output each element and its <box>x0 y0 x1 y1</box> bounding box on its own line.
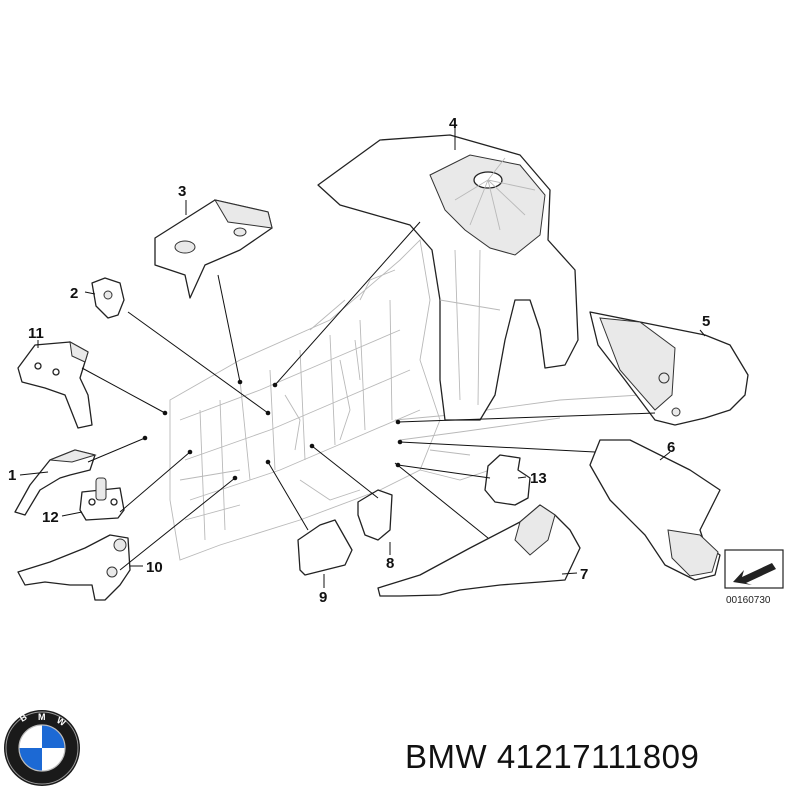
svg-text:M: M <box>38 712 46 722</box>
callout-6: 6 <box>667 439 675 456</box>
leader-dots <box>142 379 403 481</box>
callout-2: 2 <box>70 285 78 302</box>
direction-arrow-icon <box>733 563 776 585</box>
part-4-wheelhouse <box>317 134 579 421</box>
body-frame-outline <box>169 239 641 561</box>
part-8-bracket <box>357 489 393 541</box>
part-2-bracket <box>91 277 125 319</box>
callout-1: 1 <box>8 467 16 484</box>
callout-10: 10 <box>146 559 163 576</box>
svg-text:B: B <box>18 712 29 724</box>
reference-number: 00160730 <box>726 595 771 606</box>
part-3-panel <box>154 199 273 299</box>
reference-box: 00160730 <box>724 549 784 606</box>
callout-8: 8 <box>386 555 394 572</box>
callout-5: 5 <box>702 313 710 330</box>
callout-7: 7 <box>580 566 588 583</box>
callout-labels: 1 2 3 4 5 6 7 8 9 10 11 12 13 <box>8 115 710 606</box>
part-1-bracket <box>14 449 97 516</box>
part-5-member <box>589 311 749 426</box>
callout-4: 4 <box>449 115 458 132</box>
part-11-bracket <box>17 341 93 429</box>
leader-lines <box>19 128 706 588</box>
part-13-bracket <box>484 454 531 506</box>
callout-12: 12 <box>42 509 59 526</box>
part-10-bracket <box>17 534 131 601</box>
part-6-member <box>589 439 721 581</box>
callout-13: 13 <box>530 470 547 487</box>
callout-3: 3 <box>178 183 186 200</box>
bmw-roundel-icon: B M W <box>4 710 80 786</box>
callout-9: 9 <box>319 589 327 606</box>
footer-part-number: BMW 41217111809 <box>405 738 700 775</box>
part-12-stud <box>79 477 125 521</box>
callout-11: 11 <box>28 325 44 342</box>
part-7-member <box>377 504 581 597</box>
part-9-bracket <box>297 519 353 576</box>
